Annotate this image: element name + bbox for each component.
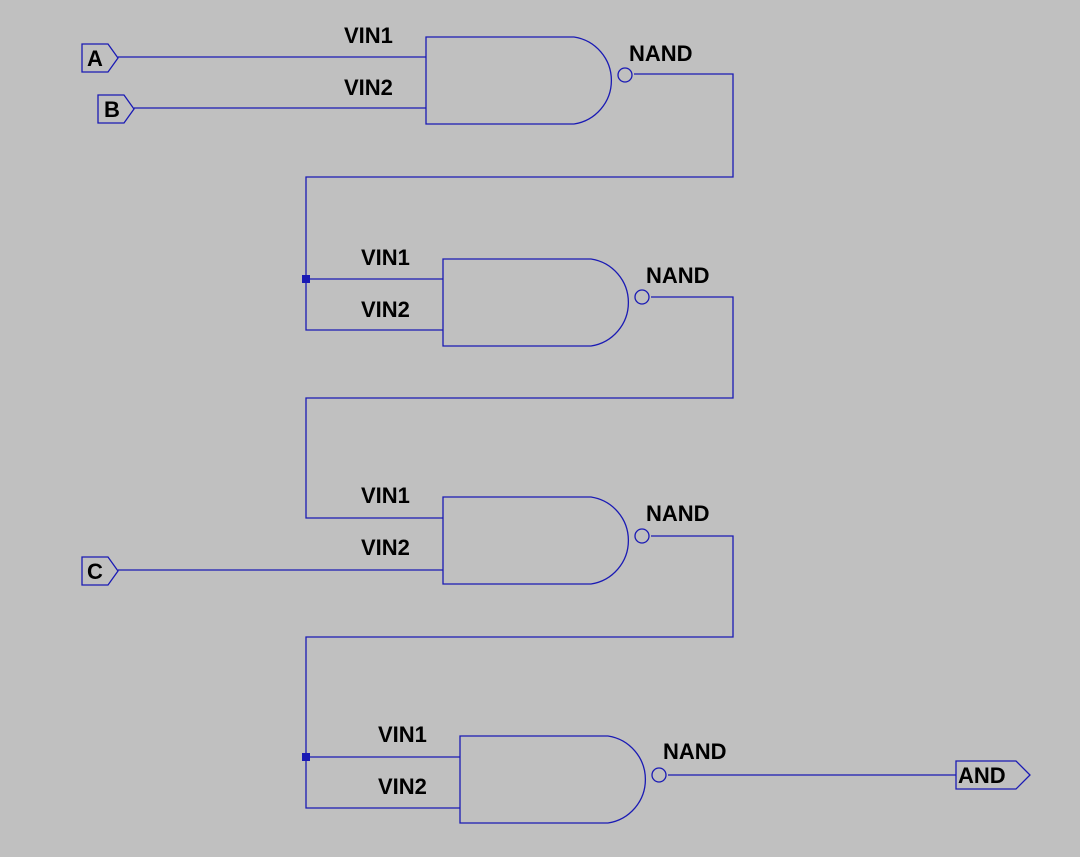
port-label-b: B bbox=[104, 97, 120, 122]
inverter-bubble bbox=[651, 767, 667, 783]
nand-gate-3[interactable]: VIN1 VIN2 NAND bbox=[361, 483, 710, 585]
nand-gate-2[interactable]: VIN1 VIN2 NAND bbox=[361, 245, 710, 347]
gate-input-label-vin2: VIN2 bbox=[344, 75, 393, 100]
port-flag[interactable] bbox=[97, 94, 135, 124]
gate-type-label: NAND bbox=[663, 739, 727, 764]
inverter-bubble bbox=[634, 289, 650, 305]
gate-input-label-vin1: VIN1 bbox=[378, 722, 427, 747]
gate-input-label-vin2: VIN2 bbox=[361, 535, 410, 560]
port-label-and: AND bbox=[958, 763, 1006, 788]
nand-gate-4[interactable]: VIN1 VIN2 NAND bbox=[378, 722, 727, 824]
gate-body[interactable] bbox=[442, 496, 629, 585]
gate-input-label-vin2: VIN2 bbox=[361, 297, 410, 322]
gate-type-label: NAND bbox=[646, 263, 710, 288]
port-flag[interactable] bbox=[955, 760, 1031, 790]
port-flag[interactable] bbox=[81, 43, 119, 73]
gate-input-label-vin2: VIN2 bbox=[378, 774, 427, 799]
nand-gate-1[interactable]: VIN1 VIN2 NAND bbox=[344, 23, 693, 125]
junction-dot bbox=[302, 753, 310, 761]
input-port-b[interactable]: B bbox=[97, 94, 135, 124]
gate-body[interactable] bbox=[459, 735, 646, 824]
input-port-c[interactable]: C bbox=[81, 556, 119, 586]
gate-type-label: NAND bbox=[629, 41, 693, 66]
junction-dot bbox=[302, 275, 310, 283]
inverter-bubble bbox=[634, 528, 650, 544]
gate-body[interactable] bbox=[442, 258, 629, 347]
gate-input-label-vin1: VIN1 bbox=[361, 483, 410, 508]
inverter-bubble bbox=[617, 67, 633, 83]
gate-body[interactable] bbox=[425, 36, 612, 125]
gate-type-label: NAND bbox=[646, 501, 710, 526]
wire-gate1-to-gate2[interactable] bbox=[305, 73, 734, 331]
wires bbox=[118, 56, 956, 809]
wire-gate3-to-gate4[interactable] bbox=[305, 535, 734, 809]
wire-gate2-to-gate3[interactable] bbox=[305, 296, 734, 519]
port-label-c: C bbox=[87, 559, 103, 584]
port-label-a: A bbox=[87, 46, 103, 71]
output-port-and[interactable]: AND bbox=[955, 760, 1031, 790]
input-port-a[interactable]: A bbox=[81, 43, 119, 73]
gate-input-label-vin1: VIN1 bbox=[361, 245, 410, 270]
port-flag[interactable] bbox=[81, 556, 119, 586]
gate-input-label-vin1: VIN1 bbox=[344, 23, 393, 48]
